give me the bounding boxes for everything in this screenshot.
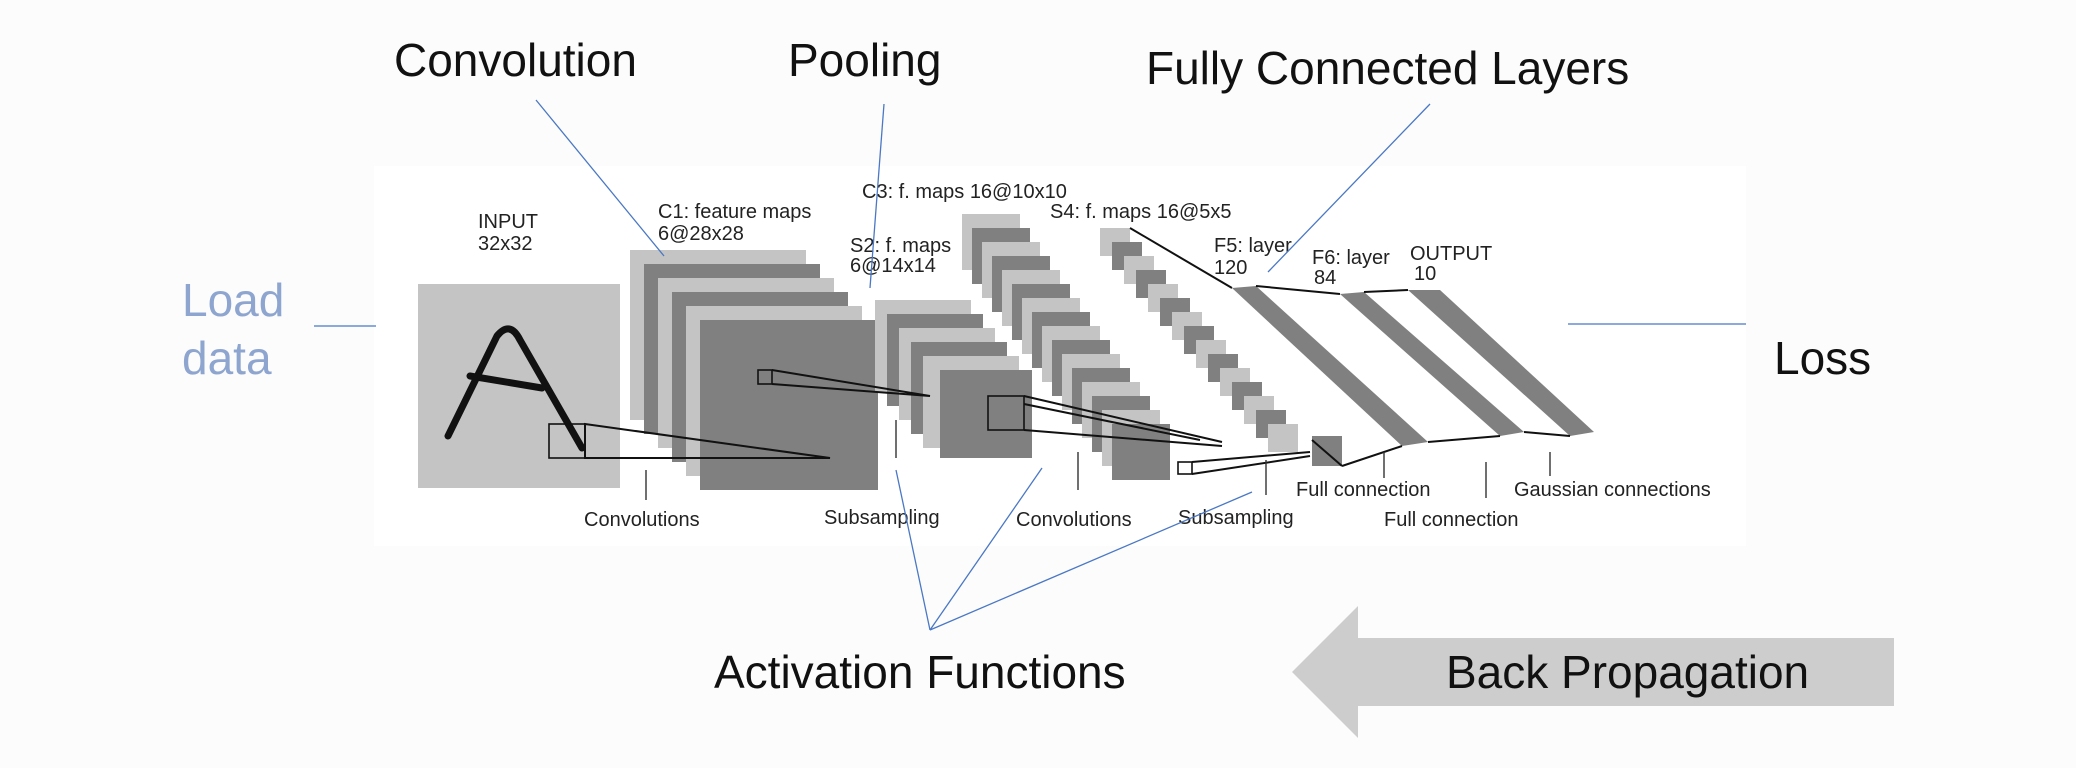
load-data-line1: Load	[182, 274, 284, 326]
c1-size: 6@28x28	[658, 223, 744, 245]
operation-ticks	[645, 420, 1551, 500]
activation-functions-annotation: Activation Functions	[714, 646, 1126, 698]
network-labels: INPUT 32x32 C1: feature maps 6@28x28 S2:…	[478, 181, 1492, 289]
s2-label: S2: f. maps	[850, 235, 951, 257]
c3-label: C3: f. maps 16@10x10	[862, 181, 1067, 203]
s4-feature-maps	[1100, 228, 1342, 466]
convolution-annotation: Convolution	[394, 34, 637, 86]
f6-label: F6: layer	[1312, 247, 1390, 269]
c1-feature-maps	[630, 250, 878, 490]
f6-size: 84	[1314, 267, 1336, 289]
s4-label: S4: f. maps 16@5x5	[1050, 201, 1232, 223]
subsampling-2-label: Subsampling	[1178, 507, 1294, 529]
s2-feature-maps	[875, 300, 1032, 458]
loss-annotation: Loss	[1774, 332, 1871, 384]
operation-labels: Convolutions Subsampling Convolutions Su…	[584, 479, 1711, 531]
activation-pointer-2	[929, 467, 1043, 631]
pooling-annotation: Pooling	[788, 34, 941, 86]
fully-connected-annotation: Fully Connected Layers	[1146, 42, 1629, 94]
load-data-line2: data	[182, 332, 272, 384]
back-propagation-label: Back Propagation	[1446, 646, 1809, 698]
input-size: 32x32	[478, 233, 533, 255]
left-arrow-icon	[1292, 606, 1894, 738]
full-connection-2-label: Full connection	[1384, 509, 1519, 531]
f5-size: 120	[1214, 257, 1247, 279]
f5-band	[1232, 286, 1428, 446]
f6-band	[1340, 292, 1524, 436]
c1-label: C1: feature maps	[658, 201, 811, 223]
convolutions-1-label: Convolutions	[584, 509, 700, 531]
input-layer	[418, 284, 620, 488]
c3-feature-maps	[962, 214, 1170, 480]
letter-a-glyph	[444, 325, 586, 452]
activation-pointer-3	[929, 491, 1253, 631]
annotation-lines	[314, 99, 1746, 631]
subsampling-1-label: Subsampling	[824, 507, 940, 529]
output-size: 10	[1414, 263, 1436, 285]
fc-layers	[1129, 227, 1594, 467]
output-label: OUTPUT	[1410, 243, 1492, 265]
f5-label: F5: layer	[1214, 235, 1292, 257]
s2-size: 6@14x14	[850, 255, 936, 277]
full-connection-1-label: Full connection	[1296, 479, 1431, 501]
convolutions-2-label: Convolutions	[1016, 509, 1132, 531]
back-propagation-arrow: Back Propagation	[1292, 606, 1894, 738]
input-label: INPUT	[478, 211, 538, 233]
gaussian-connections-label: Gaussian connections	[1514, 479, 1711, 501]
output-band	[1408, 290, 1594, 436]
convolution-pointer	[535, 99, 665, 257]
pooling-pointer	[869, 103, 885, 289]
projection-lines	[584, 369, 1311, 475]
activation-pointer-1	[895, 469, 931, 631]
fc-pointer	[1267, 103, 1431, 273]
